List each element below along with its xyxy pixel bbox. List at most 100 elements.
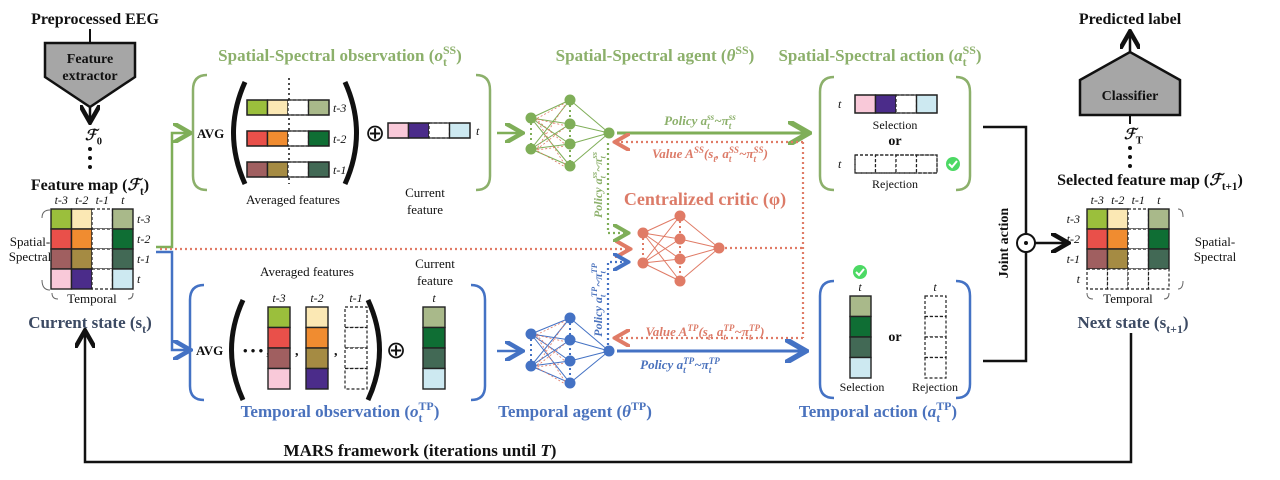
math-symbol: T bbox=[540, 441, 551, 460]
network-node bbox=[564, 94, 576, 106]
time-label: t-2 bbox=[310, 291, 323, 305]
ss-selection-cell bbox=[874, 94, 897, 114]
ss-current-bar-cell bbox=[407, 122, 430, 139]
ss-agent-network bbox=[525, 94, 615, 172]
subscript: t bbox=[729, 121, 732, 131]
output-label: Predicted label bbox=[1079, 11, 1182, 28]
time-label: t-3 bbox=[1067, 212, 1080, 226]
label-text: (s bbox=[698, 324, 707, 339]
grid-cell bbox=[111, 228, 134, 250]
gradient-edge bbox=[535, 334, 568, 364]
network-edge bbox=[679, 215, 720, 249]
next-spatial-brace bbox=[1177, 208, 1184, 290]
math-symbol: a bbox=[954, 46, 963, 65]
superscript: ss bbox=[706, 112, 715, 122]
subscript: t bbox=[599, 175, 608, 178]
label-text: Spatial-Spectral action ( bbox=[778, 46, 954, 65]
ss-avg-bar-t-2-outline bbox=[246, 130, 330, 147]
critic-network bbox=[637, 210, 725, 287]
time-label: t bbox=[121, 193, 125, 207]
tp-avg-bar-t-1-cell bbox=[344, 347, 368, 370]
ss-current-feature-bar bbox=[387, 122, 471, 139]
ss-rejection-cell bbox=[895, 154, 918, 174]
tp-current-bar-cell bbox=[422, 347, 446, 370]
axis-spatial-2: Spectral bbox=[9, 249, 52, 264]
label-text: ) bbox=[456, 46, 462, 65]
network-edge bbox=[530, 333, 571, 362]
tp-avg-bar-t-3-cell bbox=[267, 306, 291, 329]
label-text: ) bbox=[551, 441, 557, 460]
joint-action-label: Joint action bbox=[997, 208, 1012, 279]
superscript: ss bbox=[590, 152, 599, 160]
tp-right-paren bbox=[365, 298, 382, 402]
gradient-edge bbox=[535, 341, 568, 368]
tp-ellipsis: • • • , bbox=[243, 343, 270, 358]
label-text: s bbox=[1160, 313, 1167, 332]
gradient-edge bbox=[535, 118, 568, 169]
ss-selection-cell bbox=[854, 94, 877, 114]
ellipsis-dots-right bbox=[1128, 146, 1132, 168]
ss-check-icon bbox=[946, 157, 960, 171]
time-label: t-3 bbox=[272, 291, 285, 305]
next-axis-spatial-2: Spectral bbox=[1194, 249, 1237, 264]
ss-right-paren bbox=[342, 80, 359, 186]
gradient-edge bbox=[535, 334, 568, 343]
tp-rejection-bar bbox=[924, 295, 947, 379]
subscript: t bbox=[936, 411, 940, 425]
label-text: ) bbox=[976, 46, 982, 65]
label-text: ~π bbox=[591, 273, 605, 287]
ss-avg-bar-t-3-cell bbox=[266, 99, 289, 116]
ss-rejection-cell bbox=[874, 154, 897, 174]
label-text: Policy bbox=[640, 357, 676, 372]
ss-selection-outline bbox=[854, 94, 938, 114]
network-edge bbox=[642, 215, 681, 264]
tp-rejection-cell bbox=[924, 295, 947, 318]
network-node bbox=[564, 160, 576, 172]
tp-selection-bar bbox=[849, 295, 872, 379]
label-text: Policy bbox=[664, 113, 700, 128]
math-symbol: , a bbox=[715, 146, 730, 161]
network-node bbox=[564, 312, 576, 324]
subscript: T bbox=[1136, 136, 1143, 147]
tp-observation-title: Temporal observation (otTP) bbox=[241, 399, 440, 425]
tp-observation-bracket bbox=[188, 283, 487, 402]
tp-rejection-t-label: t bbox=[933, 280, 937, 294]
subscript: t bbox=[963, 55, 967, 69]
tp-rejection-cell bbox=[924, 356, 947, 379]
time-label: t-1 bbox=[333, 163, 346, 177]
grid-cell bbox=[1086, 268, 1109, 290]
math-symbol: a bbox=[677, 357, 684, 372]
ss-selection-label: Selection bbox=[873, 118, 918, 132]
grid-cell bbox=[91, 268, 114, 290]
network-edge bbox=[530, 317, 571, 335]
gradient-edge bbox=[535, 319, 568, 336]
ss-policy-label: Policy atss~πtss​ bbox=[664, 112, 736, 131]
time-label: t-1 bbox=[137, 252, 150, 266]
ss-rejection-t-label: t bbox=[838, 157, 842, 171]
ss-selection-bar bbox=[854, 94, 938, 114]
tp-avg-bar-t-3-cell bbox=[267, 326, 291, 349]
grid-cell bbox=[111, 268, 134, 290]
time-label: t-1 bbox=[96, 193, 109, 207]
network-node bbox=[674, 275, 686, 287]
superscript: SS bbox=[694, 145, 704, 155]
label-text: ) bbox=[646, 402, 652, 421]
network-edge bbox=[642, 232, 681, 260]
network-edge bbox=[642, 232, 681, 240]
ss-avg-label: AVG bbox=[197, 126, 224, 141]
ss-avg-bar-t-2-cell bbox=[246, 130, 269, 147]
ss-observation-flow-arrow bbox=[156, 133, 188, 249]
feature-extractor-label-2: extractor bbox=[62, 69, 117, 84]
ss-avg-bar-t-3-cell bbox=[246, 99, 269, 116]
network-edge bbox=[530, 117, 571, 145]
network-edge bbox=[569, 350, 610, 384]
network-edge bbox=[569, 350, 610, 362]
subscript: t bbox=[707, 121, 710, 131]
tp-observation-flow-arrow bbox=[156, 250, 188, 350]
time-label: t-1 bbox=[1067, 252, 1080, 266]
grid-cell bbox=[1106, 228, 1129, 250]
classifier-label: Classifier bbox=[1102, 89, 1159, 104]
iteration-loop-arrow bbox=[85, 333, 1133, 464]
